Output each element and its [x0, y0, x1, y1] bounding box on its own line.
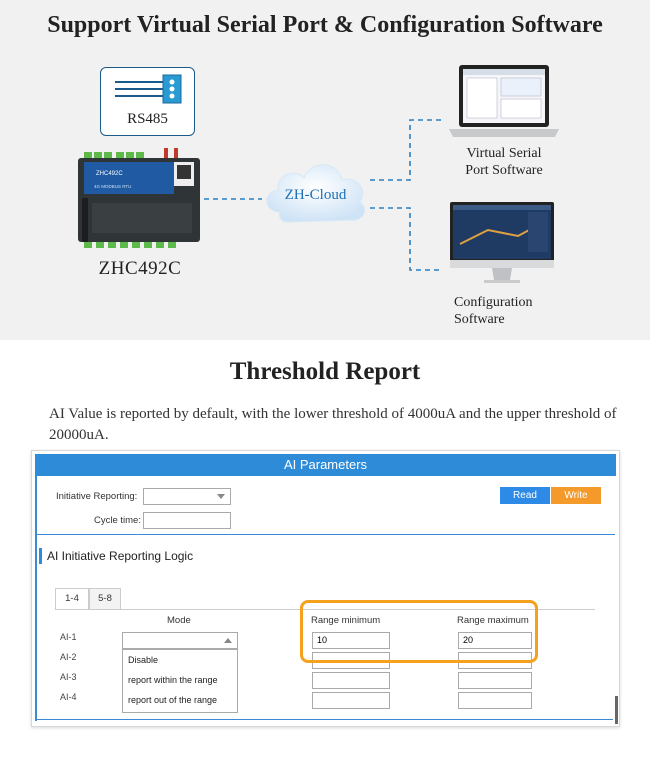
option-report-out[interactable]: report out of the range [128, 695, 218, 705]
chevron-up-icon [224, 638, 232, 643]
write-button[interactable]: Write [551, 487, 601, 504]
row-label-ai-4: AI-4 [60, 692, 77, 702]
row-label-ai-2: AI-2 [60, 652, 77, 662]
option-report-within[interactable]: report within the range [128, 675, 218, 685]
row-label-ai-1: AI-1 [60, 632, 77, 642]
device-brand-text: ZHC492C [96, 171, 123, 177]
rs485-label: RS485 [127, 111, 168, 127]
panel-border [35, 476, 37, 721]
threshold-highlight [300, 600, 538, 663]
tab-divider [55, 609, 595, 610]
mode-column-header: Mode [167, 615, 191, 626]
range-min-input-ai-4[interactable] [312, 692, 390, 709]
mode-dropdown-list: Disable report within the range report o… [122, 649, 238, 713]
device-image: ZHC492C 4G MODBUS RTU [78, 148, 200, 248]
read-button[interactable]: Read [500, 487, 550, 504]
laptop-icon [449, 65, 559, 137]
monitor-label-line1: Configuration [454, 295, 533, 310]
range-min-input-ai-1[interactable]: 10 [312, 632, 390, 649]
top-section: Support Virtual Serial Port & Configurat… [0, 0, 650, 340]
connector-lines [204, 119, 443, 271]
monitor-label: Configuration Software [442, 294, 574, 328]
range-min-input-ai-3[interactable] [312, 672, 390, 689]
device-label: ZHC492C [98, 258, 182, 279]
monitor-label-line2: Software [454, 312, 505, 327]
initiative-reporting-select[interactable] [143, 488, 231, 505]
description-text: AI Value is reported by default, with th… [49, 406, 617, 443]
initiative-reporting-label: Initiative Reporting: [56, 491, 138, 502]
ai-parameters-panel: AI Parameters Initiative Reporting: Cycl… [31, 450, 620, 727]
tab-5-8[interactable]: 5-8 [89, 588, 121, 609]
scrollbar[interactable] [615, 696, 618, 724]
logic-title: AI Initiative Reporting Logic [39, 548, 347, 564]
cycle-time-input[interactable] [143, 512, 231, 529]
laptop-label-line2: Port Software [465, 163, 543, 178]
row-label-ai-3: AI-3 [60, 672, 77, 682]
laptop-label: Virtual Serial Port Software [445, 145, 563, 179]
rs485-connector-icon [115, 74, 182, 104]
cycle-time-label: Cycle time: [94, 515, 141, 526]
range-min-column-header: Range minimum [311, 615, 381, 626]
laptop-label-line1: Virtual Serial [466, 146, 542, 161]
range-max-input-ai-1[interactable]: 20 [458, 632, 532, 649]
option-disable[interactable]: Disable [128, 655, 159, 665]
tab-1-4[interactable]: 1-4 [55, 588, 89, 609]
monitor-icon [450, 202, 554, 283]
top-title: Support Virtual Serial Port & Configurat… [47, 12, 603, 38]
cloud-icon [266, 164, 365, 223]
mode-select-ai-1[interactable] [122, 632, 238, 649]
range-max-column-header: Range maximum [457, 615, 529, 626]
panel-bottom-border [35, 719, 613, 720]
panel-header: AI Parameters [35, 454, 616, 476]
range-max-input-ai-3[interactable] [458, 672, 532, 689]
chevron-down-icon [217, 494, 225, 499]
cloud-label: ZH-Cloud [284, 187, 347, 203]
section-divider [37, 534, 615, 535]
rs485-box: RS485 [100, 67, 195, 136]
section-title: Threshold Report [229, 358, 421, 385]
device-sub-text: 4G MODBUS RTU [94, 184, 131, 189]
range-max-input-ai-4[interactable] [458, 692, 532, 709]
